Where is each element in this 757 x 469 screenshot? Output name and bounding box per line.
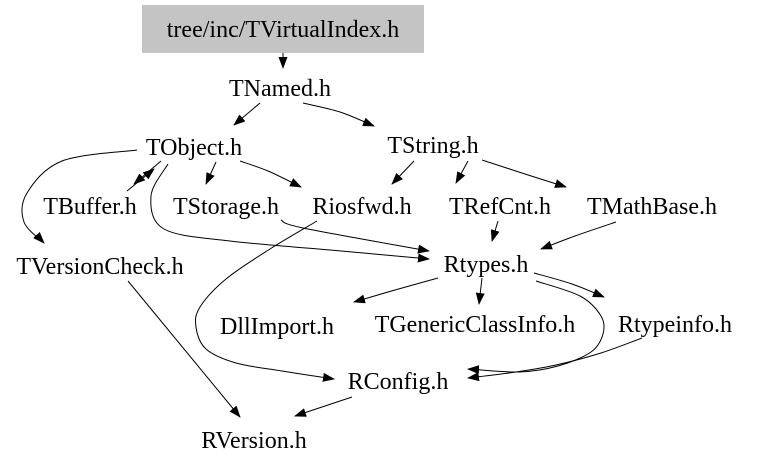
root-node-box [142,5,424,53]
edge-tstring-h-to-trefcnt-h [455,160,469,184]
node-tmathbase-h[interactable]: TMathBase.h [587,194,717,220]
edge-tobject-h-to-rtypes-h [150,163,430,263]
node-trefcnt-h[interactable]: TRefCnt.h [449,194,551,220]
node-tstring-h[interactable]: TString.h [387,133,478,159]
edge-tbuffer-h-to-tobject-h [126,168,155,192]
node-tree-inc-tvirtualindex-h: tree/inc/TVirtualIndex.h [167,17,399,43]
edge-tobject-h-to-tversioncheck-h [21,149,138,244]
edge-tversioncheck-h-to-rversion-h [127,280,241,418]
edge-tnamed-h-to-tstring-h [302,102,375,127]
edge-tnamed-h-to-tobject-h [233,102,261,126]
node-tobject-h[interactable]: TObject.h [146,135,242,161]
node-tgenericclassinfo-h[interactable]: TGenericClassInfo.h [375,312,576,338]
edge-rtypes-h-to-rconfig-h [467,280,605,375]
node-riosfwd-h[interactable]: Riosfwd.h [312,194,411,220]
edge-rtypes-h-to-tgenericclassinfo-h [475,277,485,305]
node-dllimport-h[interactable]: DllImport.h [220,314,334,340]
node-tstorage-h[interactable]: TStorage.h [173,194,279,220]
edge-tobject-h-to-riosfwd-h [239,160,302,188]
edge-tstring-h-to-riosfwd-h [391,160,415,185]
edge-tstring-h-to-tmathbase-h [481,159,567,188]
edge-trefcnt-h-to-rtypes-h [490,220,500,242]
node-rversion-h[interactable]: RVersion.h [201,428,306,454]
node-rconfig-h[interactable]: RConfig.h [348,369,449,395]
node-tbuffer-h[interactable]: TBuffer.h [43,194,137,220]
edge-rtypes-h-to-dllimport-h [353,277,439,304]
edge-rtypes-h-to-rtypeinfo-h [533,272,605,298]
node-tnamed-h[interactable]: TNamed.h [229,76,331,102]
edge-tobject-h-to-tstorage-h [205,161,217,185]
edge-rtypeinfo-h-to-rconfig-h [467,337,643,382]
node-tversioncheck-h[interactable]: TVersionCheck.h [16,254,183,280]
edge-tmathbase-h-to-rtypes-h [540,221,617,250]
node-rtypes-h[interactable]: Rtypes.h [444,252,529,278]
edge-riosfwd-h-to-rconfig-h [195,220,335,382]
edge-tstorage-h-to-rtypes-h [280,219,430,254]
edge-rconfig-h-to-rversion-h [294,396,353,417]
node-rtypeinfo-h[interactable]: Rtypeinfo.h [618,312,732,338]
